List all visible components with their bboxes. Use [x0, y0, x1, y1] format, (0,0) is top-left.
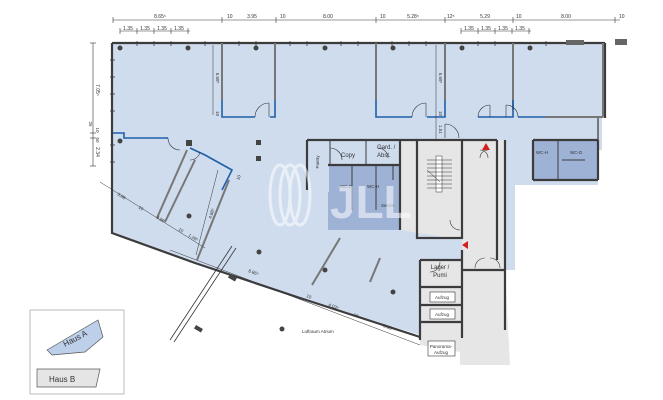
room-label-atrium: Luftraum Atrium: [302, 329, 334, 334]
room-label-wc-d-right: WC-D: [570, 150, 583, 155]
dim-label: 10: [516, 14, 522, 20]
dim-label: 10: [227, 14, 233, 20]
dim-label: 5.68⁵: [215, 73, 220, 84]
corridor: [462, 140, 497, 260]
dim-label: 1.35: [123, 26, 133, 32]
dim-label: 3.95: [247, 14, 257, 20]
parapet-end: [615, 39, 627, 45]
jll-watermark: [268, 163, 312, 227]
room-label-pumi: Pumi: [433, 273, 447, 279]
parapet-top-right: [566, 40, 584, 45]
door-swings: [167, 102, 519, 273]
dim-label: 3.88: [155, 215, 165, 224]
left-dimension-chain: [90, 42, 96, 167]
partition-walls: [156, 43, 604, 286]
elevator-2: [429, 308, 456, 320]
dim-label: 4.88⁵: [208, 208, 216, 220]
room-label-wc-d: WC-D: [340, 184, 353, 189]
dim-label: 10: [177, 227, 184, 234]
wc-cluster-left: [328, 165, 400, 230]
panorama-elevator: [427, 340, 456, 357]
dim-label: 1.51: [438, 125, 443, 134]
light-fixture: [194, 325, 203, 333]
staircase: [426, 155, 452, 193]
room-label-pantry: Pantry: [315, 155, 320, 169]
dim-label: 10: [95, 127, 100, 133]
dim-label: 1.28⁵: [187, 233, 199, 243]
room-labels: Pantry Copy Gard. / Abst. WC-D WC-H Serv…: [302, 145, 583, 355]
structural-columns: [117, 45, 533, 332]
facade-grid-ticks: [110, 41, 547, 163]
room-label-aufzug-1: Aufzug: [435, 295, 450, 300]
glass-partitions: [113, 100, 545, 191]
dim-label: 26: [88, 121, 93, 127]
dim-label: 10: [619, 14, 625, 20]
dim-label: 5.35: [383, 323, 393, 331]
watermark-text: JLL: [330, 176, 412, 228]
dim-label: 1.35: [174, 26, 184, 32]
dim-label: 10: [306, 293, 313, 300]
fire-exit-marker: [462, 241, 468, 249]
top-dimension-labels: 8.65⁵ 10 3.95 10 8.00 10 5.28⁵ 12⁵ 5.29 …: [123, 14, 625, 32]
dim-label: 5.28⁵: [407, 14, 419, 20]
pantry-room: [307, 140, 329, 192]
core-walls: [305, 138, 600, 340]
room-label-wc-h: WC-H: [367, 184, 379, 189]
elevator-1: [429, 291, 456, 303]
room-label-copy: Copy: [341, 153, 355, 159]
room-label-server: Server: [381, 203, 395, 208]
top-dimension-chain: [112, 17, 620, 34]
room-dimension-lines: [195, 45, 437, 256]
room-label-lager: Lager /: [431, 265, 450, 271]
dim-label: 10: [235, 174, 241, 181]
dim-label: 10: [215, 111, 220, 117]
dim-label: 10: [438, 111, 443, 117]
dim-label: 10: [380, 14, 386, 20]
room-label-aufzug-2: Aufzug: [435, 312, 450, 317]
room-label-panorama: Panorama-: [430, 344, 453, 349]
dim-label: 8.00: [561, 14, 571, 20]
dim-label: 12⁵: [447, 14, 455, 20]
fire-exit-marker: [482, 143, 490, 150]
room-label-wc-h-right: WC-H: [536, 150, 548, 155]
exterior-walls: [110, 41, 607, 339]
dim-label: 8.00: [323, 14, 333, 20]
room-label-abst: Abst.: [377, 153, 391, 159]
dim-label: 7.05⁵: [94, 84, 100, 96]
dim-label: 1.35: [464, 26, 474, 32]
dim-label: 5.68⁵: [438, 73, 443, 84]
dim-label: 1.35: [140, 26, 150, 32]
dim-label: 3.88: [116, 192, 126, 201]
dim-label: 1.35: [157, 26, 167, 32]
atrium-bridge: [169, 245, 237, 343]
key-plan: Haus A Haus B: [29, 309, 125, 395]
dim-label: 10: [353, 312, 360, 319]
diagonal-dimension-lines: [99, 181, 421, 346]
diagonal-dimension-labels: 3.88 10 3.88 10 1.28⁵ 8.86⁵ 10 4.03⁵ 10 …: [116, 192, 393, 331]
dim-label: 8.65⁵: [154, 14, 166, 20]
dim-label: 1.35: [515, 26, 525, 32]
dim-label: 1.35: [498, 26, 508, 32]
room-label-gard: Gard. /: [377, 145, 396, 151]
dim-label: 1.35: [481, 26, 491, 32]
lobby-lower: [462, 270, 510, 365]
dim-label: 5.29: [480, 14, 490, 20]
wc-internal-walls: [329, 140, 585, 210]
haus-b-shape: [36, 368, 101, 388]
room-label-panorama-aufzug: Aufzug: [434, 350, 449, 355]
dim-label: 4.03⁵: [328, 302, 340, 310]
haus-b-label: Haus B: [49, 375, 75, 384]
dim-label: 10: [137, 205, 144, 212]
dim-label: 50: [95, 137, 100, 143]
dim-label: 10: [280, 14, 286, 20]
dim-label: 2.34: [94, 147, 100, 157]
haus-a-shape: [46, 319, 104, 356]
dim-label: 8.86⁵: [248, 268, 260, 276]
light-fixture: [228, 274, 237, 282]
